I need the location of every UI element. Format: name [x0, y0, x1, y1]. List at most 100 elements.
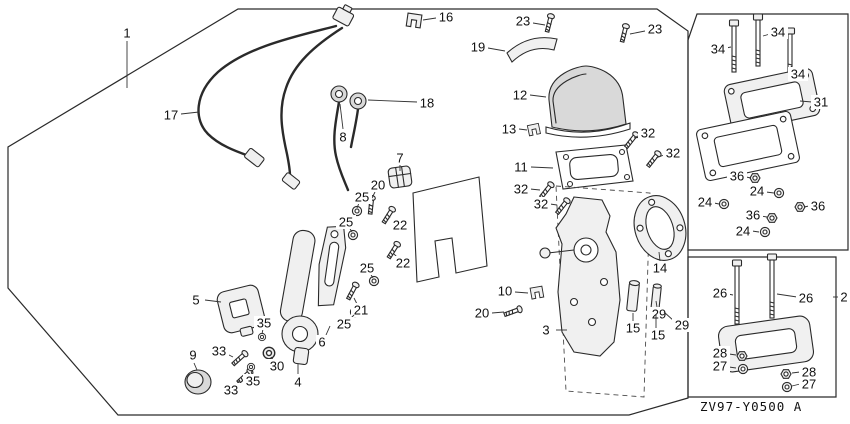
connector-tip: [342, 4, 353, 13]
callout-leader-32: [529, 188, 541, 191]
callout-label-7: 7: [396, 151, 403, 166]
plate-hole: [562, 153, 570, 161]
screw-32-a: [622, 130, 641, 151]
screw-21: [344, 280, 361, 302]
callout-label-bg: [472, 306, 492, 320]
knob-face: [186, 371, 204, 389]
cover-12: [545, 65, 631, 138]
callout-leader-32: [655, 154, 665, 159]
nut-28-b: [780, 369, 792, 379]
callout-label-31: 31: [814, 95, 828, 110]
callout-label-20: 20: [371, 178, 385, 193]
housing-shaft: [547, 249, 575, 254]
bolt-26-b: [766, 253, 778, 319]
callout-label-bg: [799, 377, 819, 391]
washer-27-b: [781, 381, 793, 393]
callout-label-11: 11: [514, 160, 528, 175]
lever-tab: [292, 346, 310, 366]
callout-leader-23: [532, 22, 546, 26]
spacer-top: [652, 283, 662, 289]
callout-label-15: 15: [651, 328, 665, 343]
callout-leader-27: [791, 383, 801, 387]
bracket-hole: [330, 230, 339, 239]
plug-body: [244, 147, 265, 168]
screw-23-b: [618, 22, 631, 44]
callout-leader-14: [658, 251, 661, 262]
callout-leader-5: [204, 299, 222, 303]
callout-label-bg: [390, 218, 410, 232]
screw-33-a: [230, 348, 250, 368]
bracket-hole: [648, 198, 656, 206]
base-plate-opening: [734, 328, 798, 360]
callout-label-17: 17: [164, 108, 178, 123]
callout-leader-11: [530, 166, 554, 169]
nut-28-a: [736, 351, 748, 361]
harness-wire: [280, 26, 344, 178]
callout-label-bg: [510, 88, 530, 102]
washer-30: [262, 346, 276, 360]
diagram-code: ZV97-Y0500 A: [700, 399, 802, 414]
callout-leader-16: [422, 17, 437, 21]
template-plate: [412, 176, 488, 283]
callout-label-25: 25: [337, 317, 351, 332]
spacer-15-a: [626, 280, 640, 312]
callout-label-22: 22: [393, 218, 407, 233]
callout-label-bg: [650, 261, 670, 275]
callout-leader-19: [487, 47, 506, 52]
housing-tab: [239, 325, 254, 337]
callout-label-36: 36: [811, 199, 825, 214]
callout-label-bg: [292, 375, 304, 389]
harness-plug-left: [244, 147, 265, 168]
callout-label-bg: [727, 169, 747, 183]
callout-label-bg: [540, 323, 552, 337]
callout-label-bg: [649, 307, 669, 321]
callout-leader-13: [518, 128, 528, 131]
callout-label-4: 4: [294, 375, 301, 390]
round-connector-18-pin: [353, 96, 363, 106]
callout-label-bg: [243, 374, 263, 388]
callout-leader-8: [339, 103, 344, 130]
callout-label-24: 24: [750, 184, 764, 199]
callout-label-bg: [393, 256, 413, 270]
callout-label-bg: [796, 291, 816, 305]
plate-slot: [569, 153, 619, 181]
callout-leader-6: [325, 325, 331, 336]
callout-label-bg: [161, 108, 181, 122]
callout-label-bg: [710, 346, 730, 360]
callout-label-18: 18: [420, 96, 434, 111]
spacer-top: [628, 280, 640, 287]
callout-label-bg: [499, 122, 519, 136]
callout-label-bg: [743, 208, 763, 222]
washer-24-c: [759, 226, 771, 238]
callout-label-16: 16: [439, 10, 453, 25]
callout-leader-17: [180, 111, 200, 115]
plate-opening: [713, 124, 783, 168]
callout-label-bg: [788, 67, 808, 81]
spacer-body: [626, 282, 640, 312]
callout-leader-24: [751, 230, 760, 233]
callout-leader-31: [799, 100, 813, 103]
callout-label-22: 22: [396, 256, 410, 271]
nut-36-a: [749, 173, 761, 183]
callout-label-bg: [838, 290, 850, 304]
callout-label-26: 26: [799, 291, 813, 306]
callout-label-bg: [316, 335, 328, 349]
callout-label-bg: [495, 284, 515, 298]
screw-23-a: [543, 12, 556, 34]
callout-label-10: 10: [498, 284, 512, 299]
control-lever-4: [279, 229, 319, 366]
callout-label-25: 25: [339, 215, 353, 230]
callout-leader-23: [629, 30, 646, 35]
callout-label-5: 5: [192, 293, 199, 308]
callout-label-32: 32: [641, 126, 655, 141]
clamp-10: [529, 285, 545, 300]
callout-label-bg: [710, 359, 730, 373]
callout-label-bg: [254, 316, 274, 330]
washer-24-b: [718, 198, 730, 210]
washer-35-b: [246, 362, 256, 372]
callout-label-15: 15: [626, 321, 640, 336]
housing-3: [539, 196, 621, 357]
callout-label-bg: [336, 215, 356, 229]
